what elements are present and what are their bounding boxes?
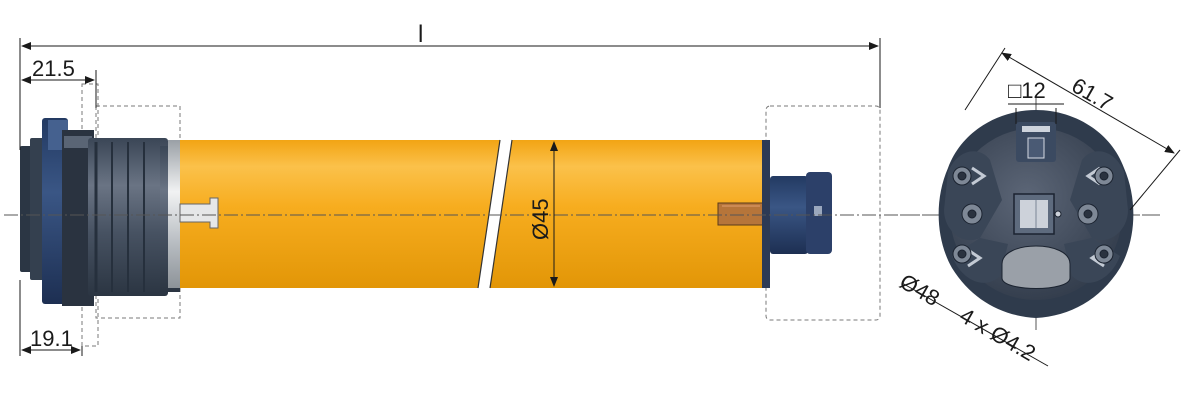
- flange-offset-label: 19.1: [30, 326, 73, 351]
- flange-width-dimension: [1001, 52, 1175, 154]
- tube-right: [490, 140, 762, 288]
- square-drive-label: □12: [1008, 78, 1046, 103]
- tube-diameter-label: Ø45: [528, 198, 553, 240]
- motor-end-view: [900, 96, 1160, 330]
- break-line-left: [477, 139, 501, 289]
- overall-length-label: l: [418, 21, 423, 48]
- break-line-right: [489, 139, 513, 289]
- flange-width-label: 61.7: [1068, 73, 1118, 116]
- bolt-circle-leader: [901, 282, 1049, 367]
- drive-end: [762, 140, 832, 288]
- motor-head: [20, 118, 180, 306]
- bolt-circle-label: Ø48: [896, 269, 945, 311]
- tube-left: [180, 140, 500, 288]
- head-offset-label: 21.5: [32, 56, 75, 81]
- axis-key: [179, 197, 219, 229]
